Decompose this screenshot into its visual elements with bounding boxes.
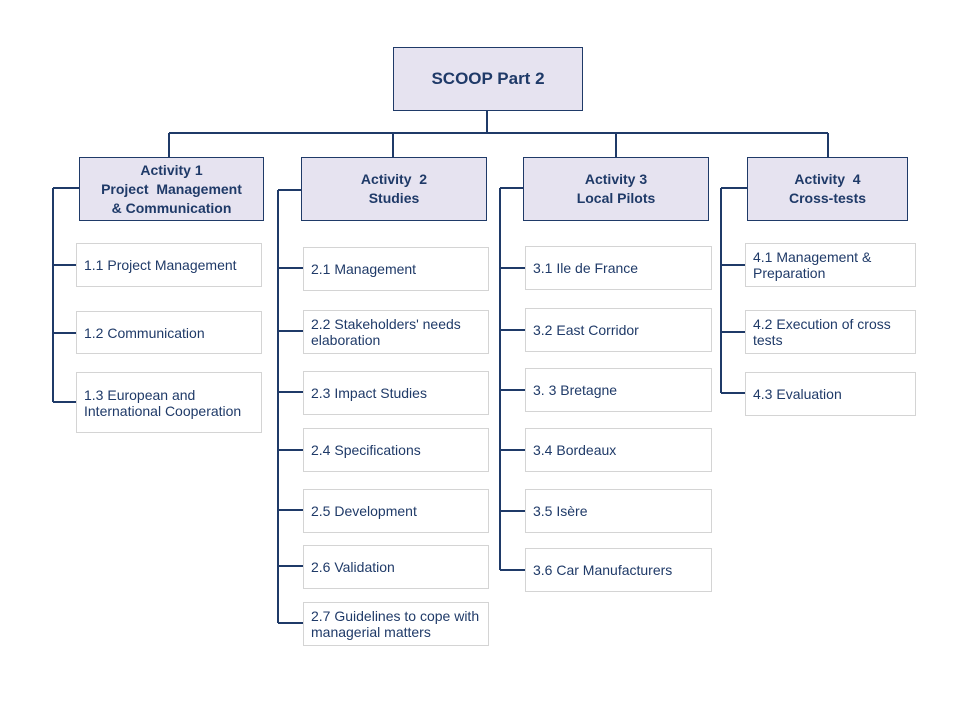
- task-label: 1.3 European and International Cooperati…: [84, 386, 242, 419]
- task-label: 3.4 Bordeaux: [533, 442, 617, 458]
- task-label: 2.4 Specifications: [311, 442, 421, 458]
- activity-4-title: Activity 4: [794, 171, 861, 187]
- task-3-6: 3.6 Car Manufacturers: [525, 548, 712, 592]
- task-2-4: 2.4 Specifications: [303, 428, 489, 472]
- task-4-2: 4.2 Execution of cross tests: [745, 310, 916, 354]
- task-label: 4.1 Management & Preparation: [753, 249, 872, 281]
- task-2-3: 2.3 Impact Studies: [303, 371, 489, 415]
- task-label: 3.6 Car Manufacturers: [533, 562, 673, 578]
- task-label: 4.2 Execution of cross tests: [753, 316, 891, 348]
- activity-1-header: Activity 1 Project Management & Communic…: [79, 157, 264, 221]
- root-label: SCOOP Part 2: [431, 69, 545, 88]
- task-3-2: 3.2 East Corridor: [525, 308, 712, 352]
- activity-2-title: Activity 2: [360, 171, 428, 187]
- activity-4-header: Activity 4 Cross-tests: [747, 157, 908, 221]
- task-2-7: 2.7 Guidelines to cope with managerial m…: [303, 602, 489, 646]
- task-label: 2.7 Guidelines to cope with managerial m…: [311, 608, 480, 640]
- task-3-4: 3.4 Bordeaux: [525, 428, 712, 472]
- task-3-3: 3. 3 Bretagne: [525, 368, 712, 412]
- activity-2-header: Activity 2 Studies: [301, 157, 487, 221]
- task-2-6: 2.6 Validation: [303, 545, 489, 589]
- activity-1-subtitle: Project Management: [101, 180, 242, 197]
- task-label: 1.1 Project Management: [84, 257, 237, 273]
- task-2-1: 2.1 Management: [303, 247, 489, 291]
- task-1-3: 1.3 European and International Cooperati…: [76, 372, 262, 433]
- root-node: SCOOP Part 2: [393, 47, 583, 111]
- task-label: 3.2 East Corridor: [533, 322, 639, 338]
- activity-2-subtitle: Studies: [368, 190, 420, 206]
- activity-3-title: Activity 3: [584, 171, 648, 187]
- activity-4-subtitle: Cross-tests: [788, 190, 867, 206]
- task-label: 2.1 Management: [311, 261, 417, 277]
- task-4-1: 4.1 Management & Preparation: [745, 243, 916, 287]
- task-label: 3.5 Isère: [533, 503, 588, 519]
- activity-1-subtitle-2: & Communication: [111, 199, 232, 216]
- task-2-5: 2.5 Development: [303, 489, 489, 533]
- task-2-2: 2.2 Stakeholders' needs elaboration: [303, 310, 489, 354]
- task-1-1: 1.1 Project Management: [76, 243, 262, 287]
- task-label: 3.1 Ile de France: [533, 260, 639, 276]
- task-3-5: 3.5 Isère: [525, 489, 712, 533]
- activity-3-subtitle: Local Pilots: [576, 190, 656, 206]
- task-4-3: 4.3 Evaluation: [745, 372, 916, 416]
- task-3-1: 3.1 Ile de France: [525, 246, 712, 290]
- task-label: 2.2 Stakeholders' needs elaboration: [311, 316, 461, 348]
- activity-3-header: Activity 3 Local Pilots: [523, 157, 709, 221]
- task-label: 3. 3 Bretagne: [533, 382, 618, 398]
- activity-1-title: Activity 1: [140, 161, 203, 178]
- task-label: 2.3 Impact Studies: [311, 385, 427, 401]
- task-label: 4.3 Evaluation: [753, 386, 842, 402]
- task-label: 2.6 Validation: [311, 559, 395, 575]
- task-label: 2.5 Development: [311, 503, 417, 519]
- task-label: 1.2 Communication: [84, 324, 205, 341]
- task-1-2: 1.2 Communication: [76, 311, 262, 354]
